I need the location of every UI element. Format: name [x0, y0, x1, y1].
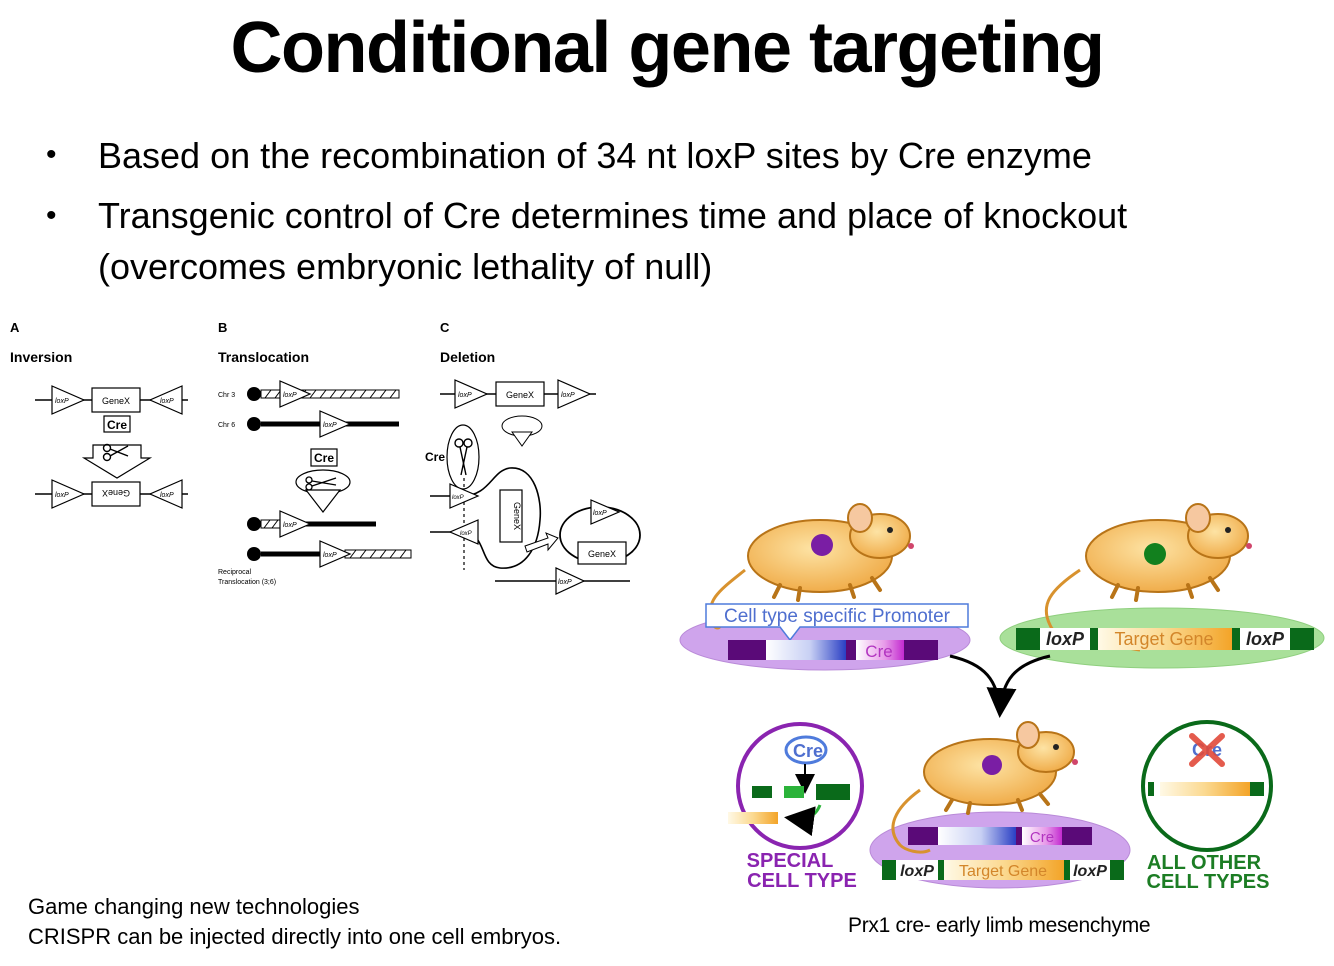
cre-expression-dot — [811, 534, 833, 556]
svg-text:loxP: loxP — [458, 392, 472, 399]
loxp-site-icon — [555, 567, 586, 595]
special-cell-type-label: SPECIAL — [747, 850, 834, 872]
loxp-site-icon — [279, 380, 312, 408]
down-arrow-icon — [511, 431, 533, 447]
loxp-site-icon — [557, 379, 592, 409]
loxp-site-icon — [51, 385, 86, 415]
svg-text:loxP: loxP — [283, 392, 297, 399]
svg-text:loxP: loxP — [55, 398, 69, 405]
panel-b-label: Translocation — [218, 349, 309, 365]
target-gene-label: Target Gene — [1114, 629, 1213, 649]
loxp-site-icon — [319, 410, 352, 438]
cre-label: Cre — [1030, 829, 1054, 846]
svg-text:GeneX: GeneX — [102, 396, 130, 406]
svg-text:Cre: Cre — [314, 451, 334, 465]
bullet-2: Transgenic control of Cre determines tim… — [98, 195, 1128, 236]
genex-box — [495, 381, 545, 407]
loxp-label: loxP — [1046, 629, 1085, 649]
down-arrow-icon — [304, 489, 342, 513]
loxp-label: loxP — [1246, 629, 1285, 649]
panel-a-label: Inversion — [10, 349, 72, 365]
bullet-dot-2: • — [46, 199, 57, 232]
loxp-site-icon — [319, 540, 352, 568]
bullet-2-continuation: (overcomes embryonic lethality of null) — [98, 246, 713, 287]
recombination-figure: A Inversion loxP GeneX loxP Cre loxP Gen… — [10, 320, 1325, 893]
genex-box — [577, 541, 627, 565]
svg-text:GeneX: GeneX — [102, 488, 130, 498]
svg-text:GeneX: GeneX — [506, 390, 534, 400]
cre-lox-cross-diagram: Cell type specific Promoter Cre loxP Tar… — [679, 503, 1325, 893]
svg-text:Cre: Cre — [425, 450, 445, 464]
cross-mark-icon — [1189, 733, 1225, 767]
loxp-label: loxP — [1073, 863, 1107, 880]
panel-b-letter: B — [218, 320, 227, 335]
panel-c-letter: C — [440, 320, 450, 335]
svg-text:loxP: loxP — [593, 510, 607, 517]
svg-text:loxP: loxP — [283, 522, 297, 529]
target-gene-label: Target Gene — [959, 863, 1047, 880]
svg-text:loxP: loxP — [160, 398, 174, 405]
special-cell-type-label: CELL TYPE — [747, 870, 857, 892]
cre-box — [310, 448, 338, 467]
scissors-icon — [305, 476, 337, 491]
svg-text:GeneX: GeneX — [588, 549, 616, 559]
svg-text:loxP: loxP — [55, 492, 69, 499]
centromere-icon — [247, 517, 261, 531]
centromere-icon — [247, 417, 261, 431]
svg-text:loxP: loxP — [452, 495, 464, 501]
scissors-icon — [102, 443, 129, 462]
cre-expression-dot — [982, 755, 1002, 775]
genex-box — [91, 387, 141, 413]
loxp-site-icon — [448, 519, 479, 545]
cre-label: Cre — [865, 642, 892, 661]
slide-title: Conditional gene targeting — [230, 8, 1106, 88]
panel-c-deletion: C Deletion loxP GeneX loxP Cre loxP loxP… — [425, 320, 641, 595]
svg-text:GeneX: GeneX — [512, 502, 522, 530]
loxp-label: loxP — [900, 863, 934, 880]
bullet-1: Based on the recombination of 34 nt loxP… — [98, 135, 1092, 176]
panel-b-translocation: B Translocation Chr 3 loxP Chr 6 loxP Cr… — [218, 320, 412, 586]
panel-a-inversion: A Inversion loxP GeneX loxP Cre loxP Gen… — [10, 320, 188, 509]
centromere-icon — [247, 547, 261, 561]
mouse-icon — [708, 503, 914, 630]
loxp-site-icon — [148, 385, 183, 415]
loxp-site-icon — [51, 479, 86, 509]
panel-a-letter: A — [10, 320, 20, 335]
scissors-icon — [454, 438, 473, 476]
svg-text:loxP: loxP — [323, 422, 337, 429]
footnote-line-2: CRISPR can be injected directly into one… — [28, 924, 562, 949]
figure-caption: Prx1 cre- early limb mesenchyme — [848, 914, 1151, 937]
svg-text:loxP: loxP — [160, 492, 174, 499]
svg-text:loxP: loxP — [561, 392, 575, 399]
genex-looped-box — [499, 489, 523, 543]
promoter-label: Cell type specific Promoter — [724, 606, 951, 627]
loxp-site-icon — [279, 510, 312, 538]
promoter-callout — [705, 603, 969, 642]
loxp-site-icon — [590, 499, 621, 525]
mouse-icon — [891, 721, 1078, 854]
svg-text:Cre: Cre — [107, 418, 127, 432]
target-gene-dot — [1144, 543, 1166, 565]
panel-c-label: Deletion — [440, 349, 495, 365]
loxp-site-icon — [449, 483, 480, 509]
svg-text:Chr 3: Chr 3 — [218, 392, 235, 399]
svg-text:loxP: loxP — [558, 579, 572, 586]
genex-inverted-box — [91, 481, 141, 507]
footnote-line-1: Game changing new technologies — [28, 894, 360, 919]
bullet-dot-1: • — [46, 138, 57, 171]
down-arrow-icon — [81, 444, 153, 479]
right-arrow-icon — [524, 532, 559, 553]
svg-text:Chr 6: Chr 6 — [218, 422, 235, 429]
svg-text:Reciprocal: Reciprocal — [218, 569, 252, 576]
svg-text:loxP: loxP — [460, 531, 472, 537]
loxp-site-icon — [454, 379, 489, 409]
svg-text:Translocation (3;6): Translocation (3;6) — [218, 579, 276, 586]
cre-box — [103, 415, 131, 433]
centromere-icon — [247, 387, 261, 401]
loxp-site-icon — [148, 479, 183, 509]
svg-text:loxP: loxP — [323, 552, 337, 559]
cre-label: Cre — [793, 741, 823, 761]
other-cell-types-label: CELL TYPES — [1147, 871, 1270, 893]
other-cell-types-label: ALL OTHER — [1147, 852, 1262, 874]
